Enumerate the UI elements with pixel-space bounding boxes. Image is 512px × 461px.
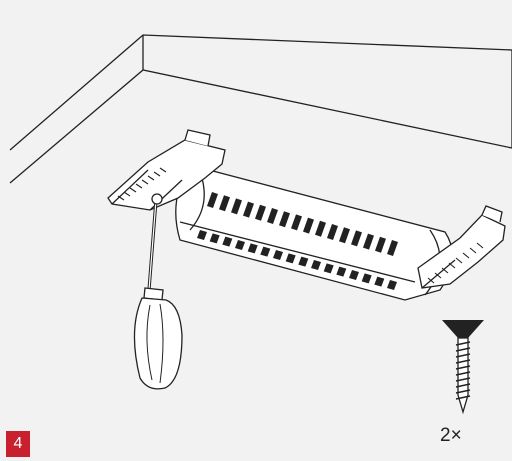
grille-slot [311,260,321,270]
bracket-tooth [135,183,143,189]
grille-housing [175,164,454,301]
right-bracket-teeth [427,242,484,284]
grille-slot [231,198,242,215]
left-mounting-bracket [107,129,226,211]
grille-slot [339,227,350,244]
screw-thread [455,365,471,370]
bracket-tooth [455,257,463,264]
grille-slot [351,230,362,247]
bracket-tooth [153,171,161,177]
grille-slot [243,201,254,218]
screwdriver-icon [133,193,183,390]
screw-thread [455,377,471,382]
screw-thread [455,341,471,346]
grille-slot [255,204,266,221]
grille-slot [375,236,386,253]
left-bracket-teeth [117,167,167,201]
bracket-tooth [147,175,155,181]
right-mounting-bracket [417,205,506,289]
grille-slot [327,224,338,240]
grille-slot [303,217,314,234]
grille-slot [273,250,283,260]
screw-thread [455,347,471,352]
grille-slot [387,240,398,256]
grille-slot [260,246,271,257]
grille-slot [207,192,218,208]
bracket-tooth [117,195,125,201]
bracket-tooth [129,187,137,193]
screw-thread [455,353,471,358]
bracket-tooth [441,267,449,274]
grille-slot [349,270,359,280]
grille-slot [298,256,309,267]
bracket-tooth [123,191,131,197]
grille-slot [336,266,347,277]
grille-slot [387,280,397,290]
screw-thread [455,395,471,400]
grille-slot [222,236,233,247]
grille-slot [361,273,372,284]
grille-slot [235,240,245,250]
grille-slot [279,211,290,228]
bracket-tooth [462,252,470,259]
bracket-tooth [141,179,149,185]
grille-slot [267,208,278,224]
bracket-tooth [427,277,435,284]
grille-slot [209,233,220,244]
bracket-tooth [469,247,477,254]
screw-thread [455,383,471,388]
bracket-tooth [476,242,484,249]
grille-slot [323,263,334,274]
bracket-tooth [448,262,456,269]
step-badge-bg [6,431,30,457]
screw-thread [455,389,471,394]
step-number-badge: 4 [13,435,23,452]
grille-slot [291,214,302,231]
bracket-tooth [434,272,442,279]
grille-slot [315,220,326,237]
grille-slot [197,230,207,240]
grille-slot [247,243,258,254]
grille-slots [197,192,398,290]
grille-slot [363,233,374,250]
grille-slot [374,276,385,287]
screw-quantity-label: 2× [440,425,462,446]
screw-thread [455,359,471,364]
screw-threads [455,341,471,400]
grille-slot [285,253,296,264]
ceiling-outline [9,34,512,184]
bracket-tooth [159,167,167,173]
screw-thread [455,371,471,376]
grille-slot [219,195,230,212]
